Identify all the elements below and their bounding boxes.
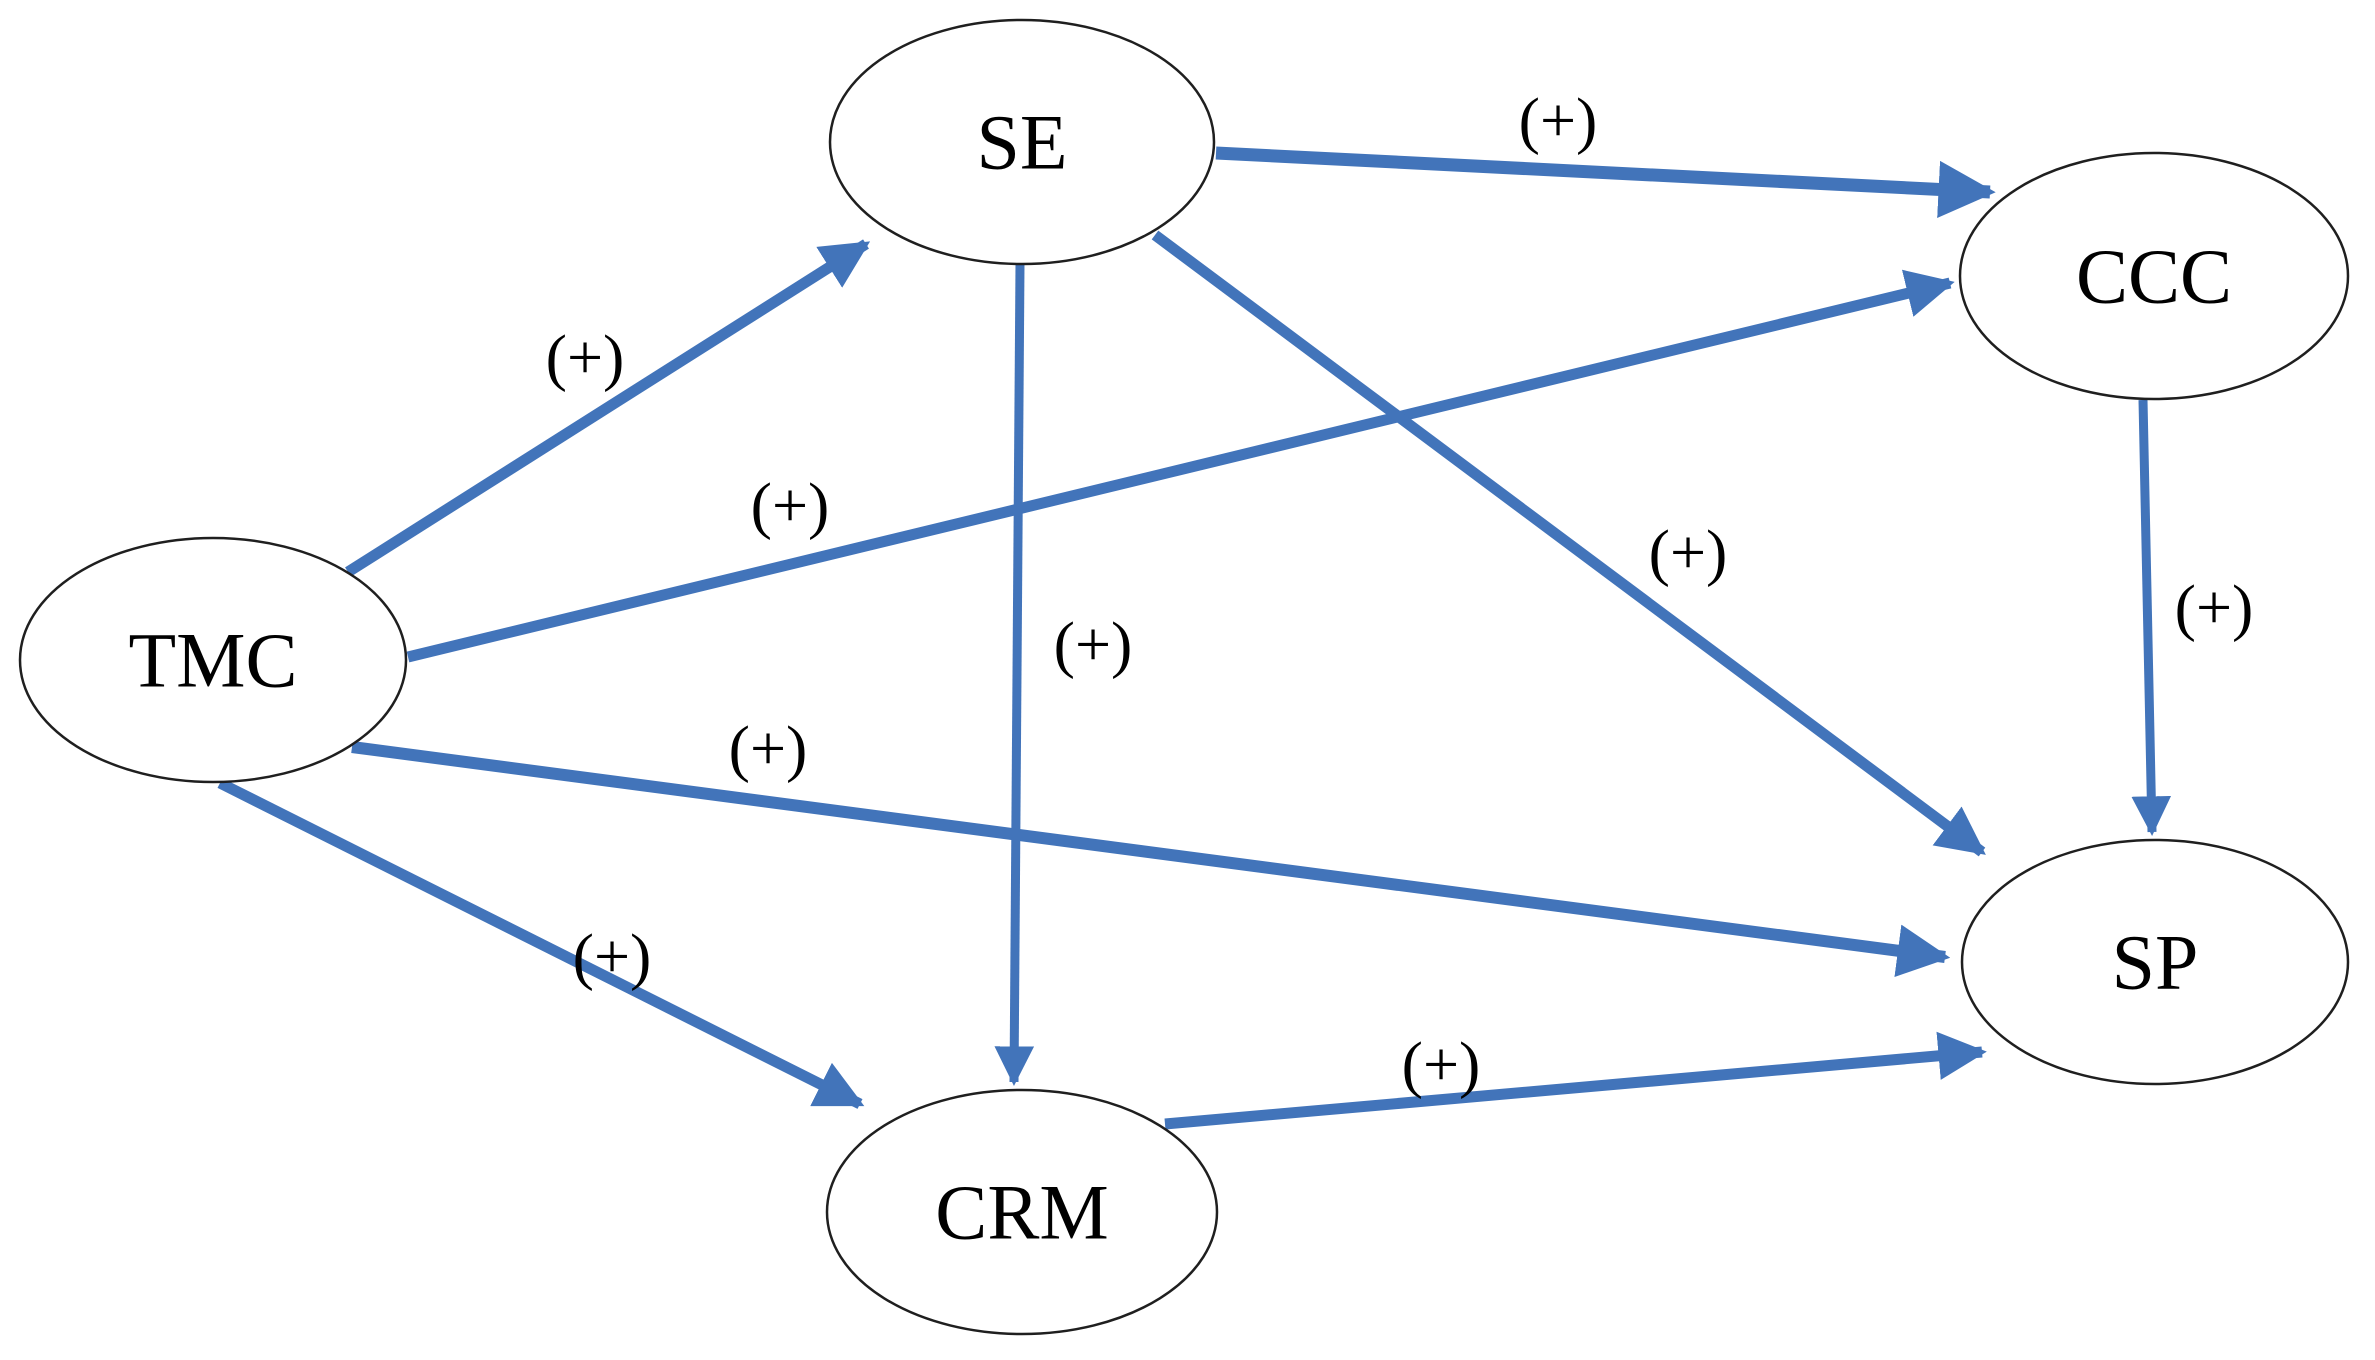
edge-arrow-CCC-to-SP	[2131, 399, 2172, 836]
edge-arrow-TMC-to-CRM	[217, 778, 865, 1109]
edge-labels-layer: (+) (+) (+) (+) (+) (+) (+) (+) (+)	[546, 85, 2254, 1100]
node-ellipse-CCC	[1958, 151, 2350, 401]
edge-sign-label-CCC-to-SP: (+)	[2175, 572, 2254, 643]
node-label-SE: SE	[976, 99, 1067, 186]
edge-sign-label-TMC-to-CRM: (+)	[573, 921, 652, 992]
node-label-CCC: CCC	[2076, 233, 2232, 320]
edge-arrow-SE-to-SP	[1151, 230, 1986, 857]
edge-arrow-TMC-to-SE	[345, 239, 871, 577]
edge-sign-label-SE-to-SP: (+)	[1649, 517, 1728, 588]
edge-sign-label-TMC-to-SP: (+)	[729, 713, 808, 784]
edge-sign-label-TMC-to-CCC: (+)	[751, 470, 830, 541]
node-ellipse-SP	[1960, 838, 2350, 1086]
edges-layer	[217, 146, 2172, 1130]
node-label-CRM: CRM	[935, 1169, 1108, 1256]
node-ellipse-CRM	[825, 1088, 1219, 1336]
node-label-SP: SP	[2112, 919, 2199, 1006]
edge-arrow-SE-to-CCC	[1215, 146, 1996, 218]
edge-arrow-SE-to-CRM	[994, 263, 1035, 1086]
edge-sign-label-SE-to-CRM: (+)	[1054, 609, 1133, 680]
edge-arrow-TMC-to-SP	[351, 741, 1951, 977]
edge-arrow-TMC-to-CCC	[406, 269, 1955, 663]
nodes-layer: SE CCC TMC SP CRM	[18, 18, 2350, 1336]
edge-sign-label-SE-to-CCC: (+)	[1519, 85, 1598, 156]
node-ellipse-SE	[828, 18, 1216, 266]
edge-sign-label-CRM-to-SP: (+)	[1402, 1029, 1481, 1100]
edge-sign-label-TMC-to-SE: (+)	[546, 322, 625, 393]
node-label-TMC: TMC	[128, 617, 297, 704]
node-ellipse-TMC	[18, 536, 408, 784]
edge-arrow-CRM-to-SP	[1164, 1031, 1987, 1130]
